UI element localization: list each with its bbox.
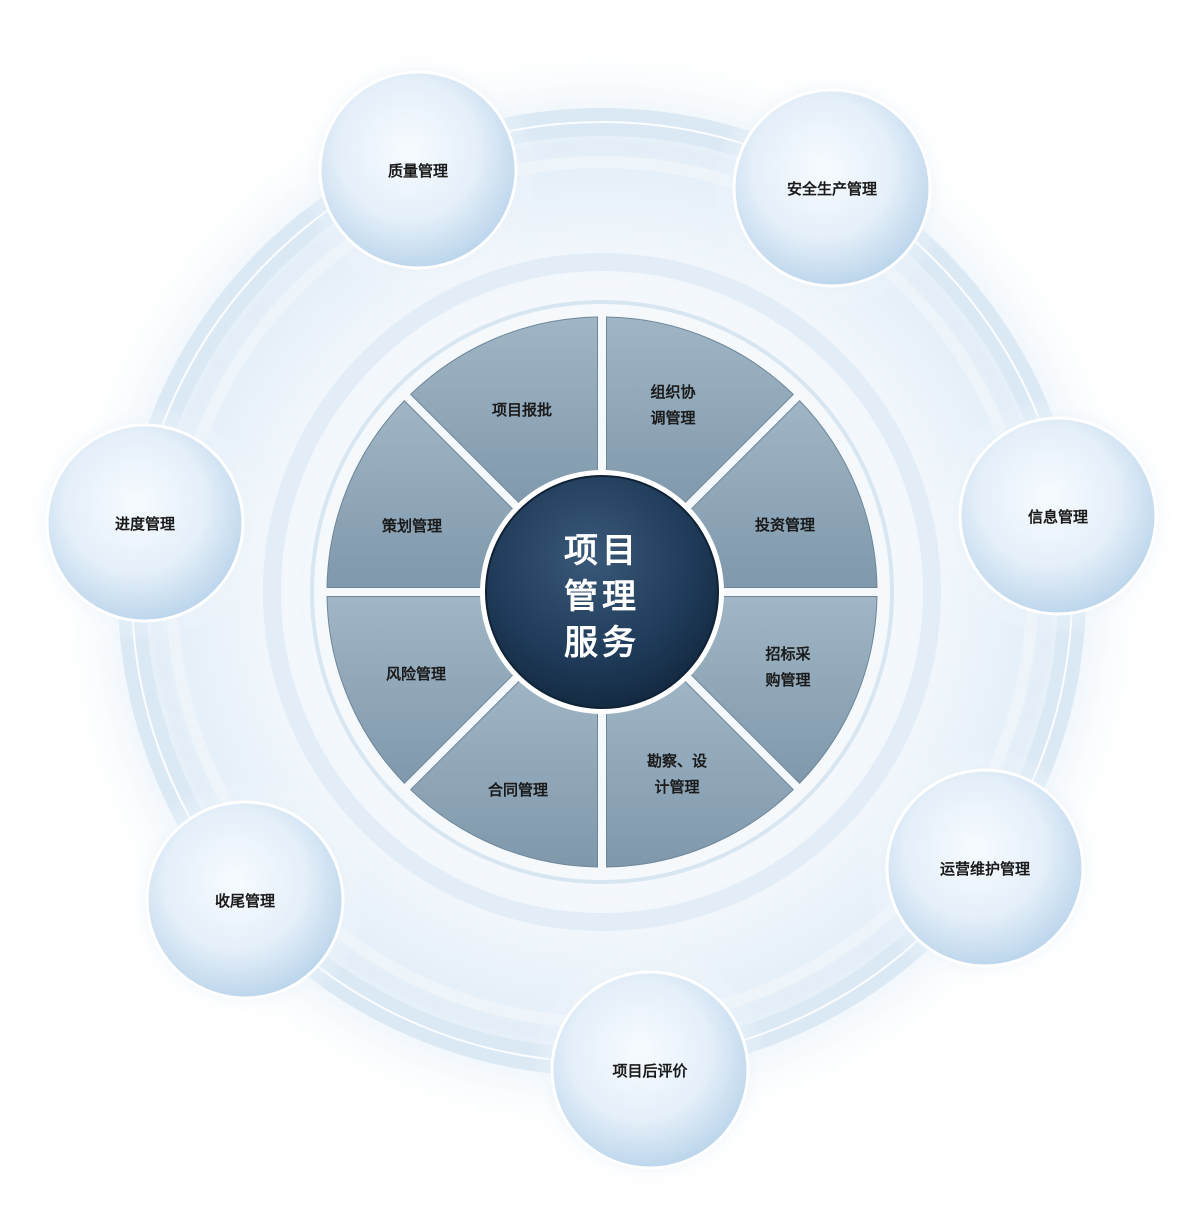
segment-label: 合同管理 [487, 781, 548, 799]
segment-label: 投资管理 [755, 516, 815, 534]
segment-shape [606, 316, 794, 511]
bubble-circle [885, 768, 1085, 968]
outer-node-post-evaluation: 项目后评价 [530, 950, 770, 1190]
bubble-circle [732, 88, 932, 288]
bubble-circle [318, 70, 518, 270]
segment-risk: 风险管理 [326, 596, 521, 784]
outer-node-label: 信息管理 [1028, 508, 1088, 526]
segment-label: 勘察、设 [647, 752, 707, 770]
segment-label: 策划管理 [381, 517, 442, 535]
outer-node-label: 收尾管理 [215, 892, 275, 910]
segment-shape [683, 400, 878, 588]
segment-contract: 合同管理 [410, 673, 598, 868]
segment-project-approval: 项目报批 [410, 316, 598, 511]
segment-shape [326, 400, 521, 588]
segment-label: 计管理 [654, 778, 699, 796]
segment-label: 风险管理 [386, 665, 446, 683]
segment-shape [683, 596, 878, 784]
outer-node-label: 安全生产管理 [787, 180, 877, 198]
outer-node-label: 质量管理 [388, 162, 448, 180]
outer-node-label: 运营维护管理 [940, 860, 1030, 878]
segment-shape [410, 316, 598, 511]
segment-label: 组织协 [650, 383, 695, 401]
bubble-circle [45, 423, 245, 623]
outer-node-operation: 运营维护管理 [865, 748, 1105, 988]
bubble-circle [550, 970, 750, 1170]
outer-node-label: 项目后评价 [612, 1062, 688, 1080]
outer-node-schedule: 进度管理 [25, 403, 265, 643]
outer-node-information: 信息管理 [938, 396, 1178, 636]
segment-shape [410, 673, 598, 868]
segment-label: 招标采 [765, 645, 811, 663]
segment-label: 项目报批 [492, 401, 552, 419]
segment-label: 调管理 [650, 409, 695, 427]
outer-node-safety: 安全生产管理 [712, 68, 952, 308]
center-label: 管理 [564, 577, 640, 617]
outer-node-label: 进度管理 [115, 515, 175, 533]
center-label: 服务 [564, 623, 640, 663]
outer-node-quality: 质量管理 [298, 50, 538, 290]
bubble-circle [145, 800, 345, 1000]
segment-investment: 投资管理 [683, 400, 878, 588]
orbit-ring-2 [263, 253, 941, 931]
orbit-ring-3 [299, 289, 905, 895]
segment-shape [326, 596, 521, 784]
segment-planning: 策划管理 [326, 400, 521, 588]
bubble-circle [958, 416, 1158, 616]
center-hub-disc [485, 475, 719, 709]
center-label: 项目 [564, 531, 640, 571]
segment-shape [606, 673, 794, 868]
outer-node-closeout: 收尾管理 [125, 780, 365, 1020]
segment-label: 购管理 [765, 671, 810, 689]
